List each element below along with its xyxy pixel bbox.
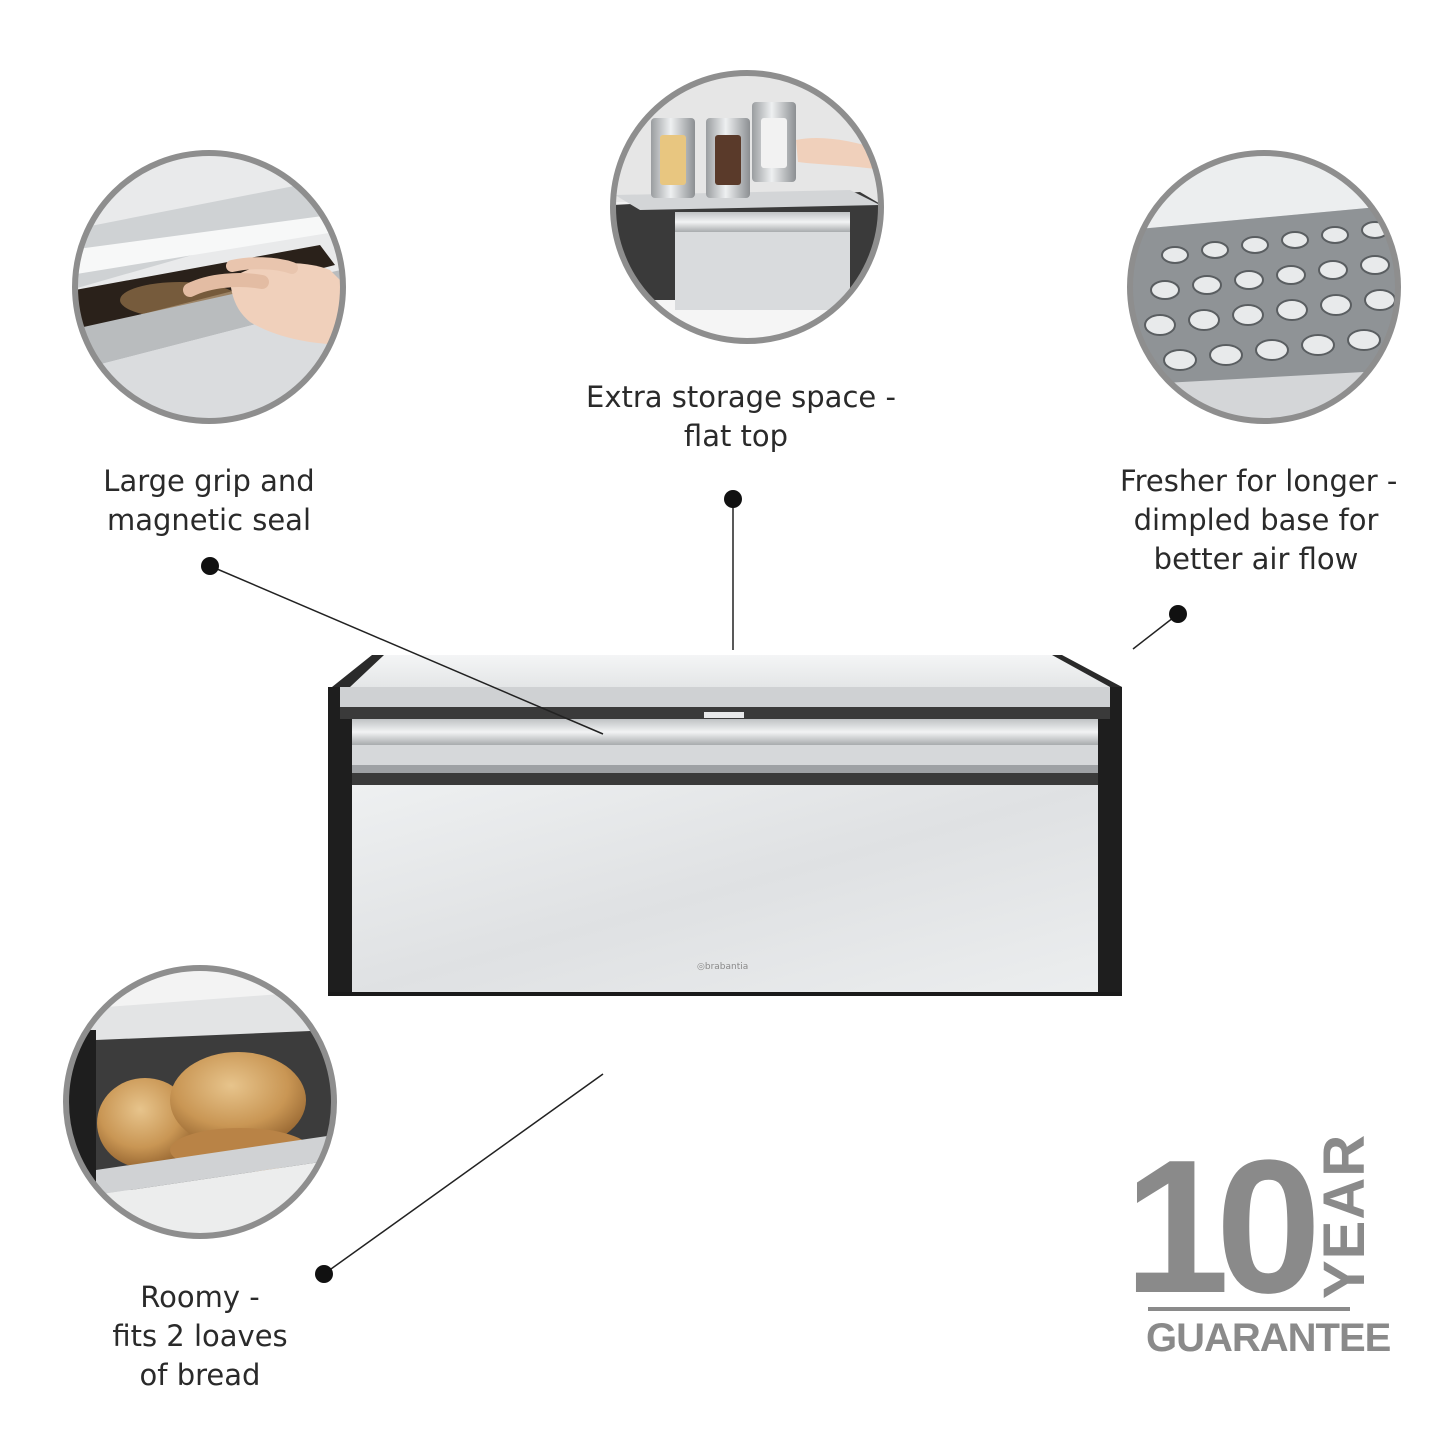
feature-caption-roomy: Roomy - fits 2 loaves of bread (112, 1280, 288, 1392)
bread-loaves-photo (63, 965, 337, 1239)
dimpled-base-photo (1127, 150, 1401, 424)
bread-bin-illustration (328, 655, 1122, 996)
leader-lines (201, 490, 1187, 1283)
guarantee-label: GUARANTEE (1146, 1316, 1391, 1360)
flat-top-photo (610, 70, 884, 344)
guarantee-divider (1148, 1307, 1350, 1311)
feature-caption-grip: Large grip and magnetic seal (103, 464, 315, 537)
brand-mark-icon: ◎ (697, 962, 705, 972)
grip-detail-photo (72, 150, 346, 424)
guarantee-number: 10 (1124, 1121, 1321, 1333)
feature-caption-top: Extra storage space - flat top (586, 380, 896, 453)
brand-logo: ◎brabantia (697, 962, 749, 972)
guarantee-unit: YEAR (1312, 1133, 1377, 1299)
feature-caption-fresh: Fresher for longer - dimpled base for be… (1120, 464, 1398, 576)
